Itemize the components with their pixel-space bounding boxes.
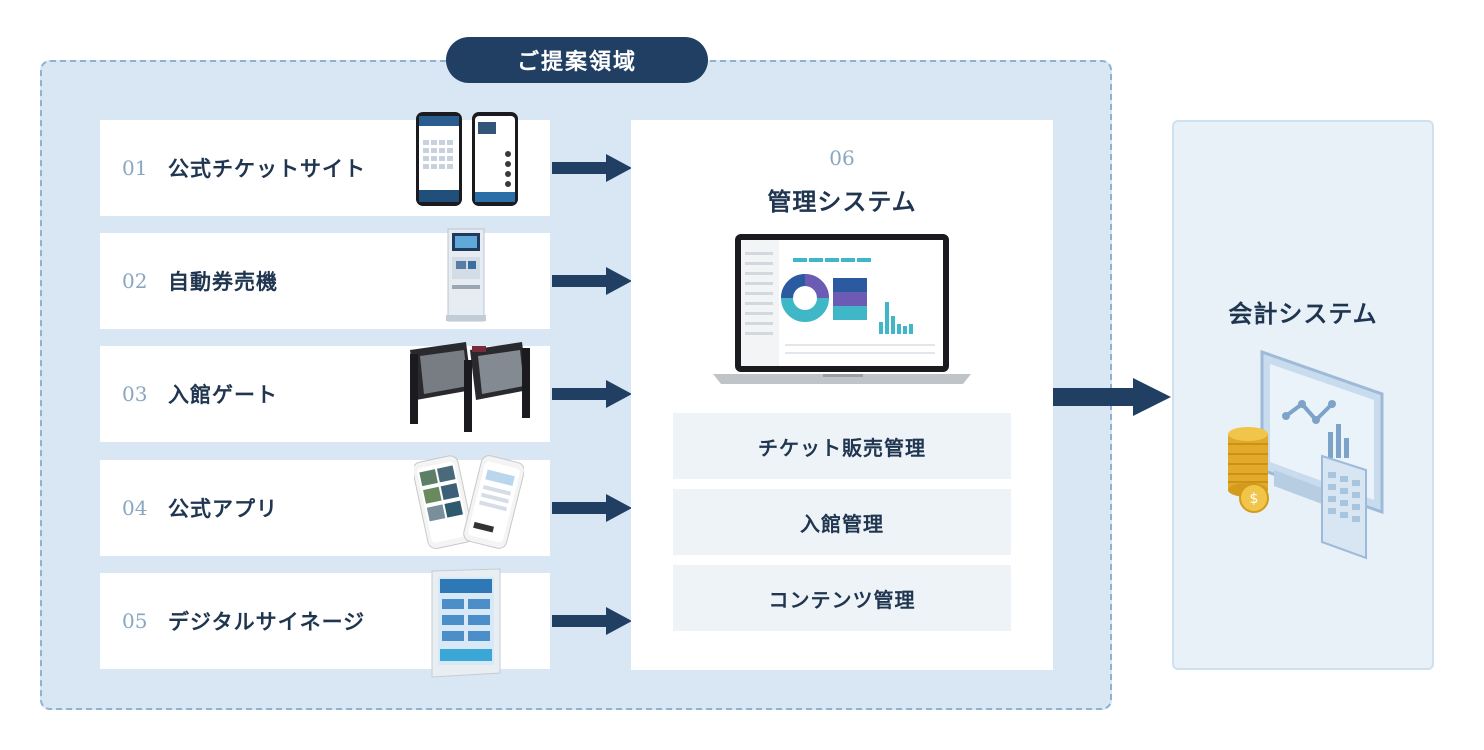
arrow-right-icon bbox=[552, 494, 632, 522]
accounting-title: 会計システム bbox=[1228, 300, 1378, 328]
item-label: 自動券売機 bbox=[168, 270, 278, 294]
function-content: コンテンツ管理 bbox=[673, 565, 1011, 631]
accounting-illustration-icon: $ bbox=[1228, 350, 1384, 560]
item-vending-machine: 02 自動券売機 bbox=[100, 228, 550, 329]
arrow-right-icon bbox=[552, 380, 632, 408]
item-label: 公式アプリ bbox=[168, 497, 278, 521]
item-number: 01 bbox=[122, 156, 148, 180]
gate-icon bbox=[410, 342, 530, 432]
smartphones-icon bbox=[416, 112, 518, 206]
function-ticket-sales: チケット販売管理 bbox=[673, 413, 1011, 479]
svg-text:$: $ bbox=[1250, 491, 1259, 507]
arrow-right-icon bbox=[552, 154, 632, 182]
ticket-machine-icon bbox=[446, 228, 486, 322]
item-number: 04 bbox=[122, 496, 148, 520]
management-title: 管理システム bbox=[767, 188, 917, 216]
item-label: 公式チケットサイト bbox=[168, 157, 366, 181]
item-official-app: 04 公式アプリ bbox=[100, 455, 550, 556]
function-admission: 入館管理 bbox=[673, 489, 1011, 555]
item-label: 入館ゲート bbox=[168, 383, 278, 407]
app-phones-icon bbox=[414, 455, 524, 550]
laptop-dashboard-icon bbox=[713, 234, 971, 384]
signage-icon bbox=[431, 568, 501, 678]
accounting-system-panel: 会計システム $ bbox=[1172, 120, 1434, 670]
item-label: デジタルサイネージ bbox=[168, 610, 366, 634]
item-entrance-gate: 03 入館ゲート bbox=[100, 342, 550, 442]
item-digital-signage: 05 デジタルサイネージ bbox=[100, 568, 550, 678]
item-number: 03 bbox=[122, 382, 148, 406]
item-number: 05 bbox=[122, 609, 148, 633]
item-ticket-site: 01 公式チケットサイト bbox=[100, 112, 550, 216]
item-number: 02 bbox=[122, 269, 148, 293]
arrow-right-large-icon bbox=[1053, 378, 1171, 416]
proposal-region-label: ご提案領域 bbox=[446, 37, 708, 83]
management-number: 06 bbox=[829, 146, 855, 170]
arrow-right-icon bbox=[552, 607, 632, 635]
management-system-panel: 06 管理システム チケット販売管理 入館管理 コンテンツ管理 bbox=[631, 120, 1053, 670]
arrow-right-icon bbox=[552, 267, 632, 295]
